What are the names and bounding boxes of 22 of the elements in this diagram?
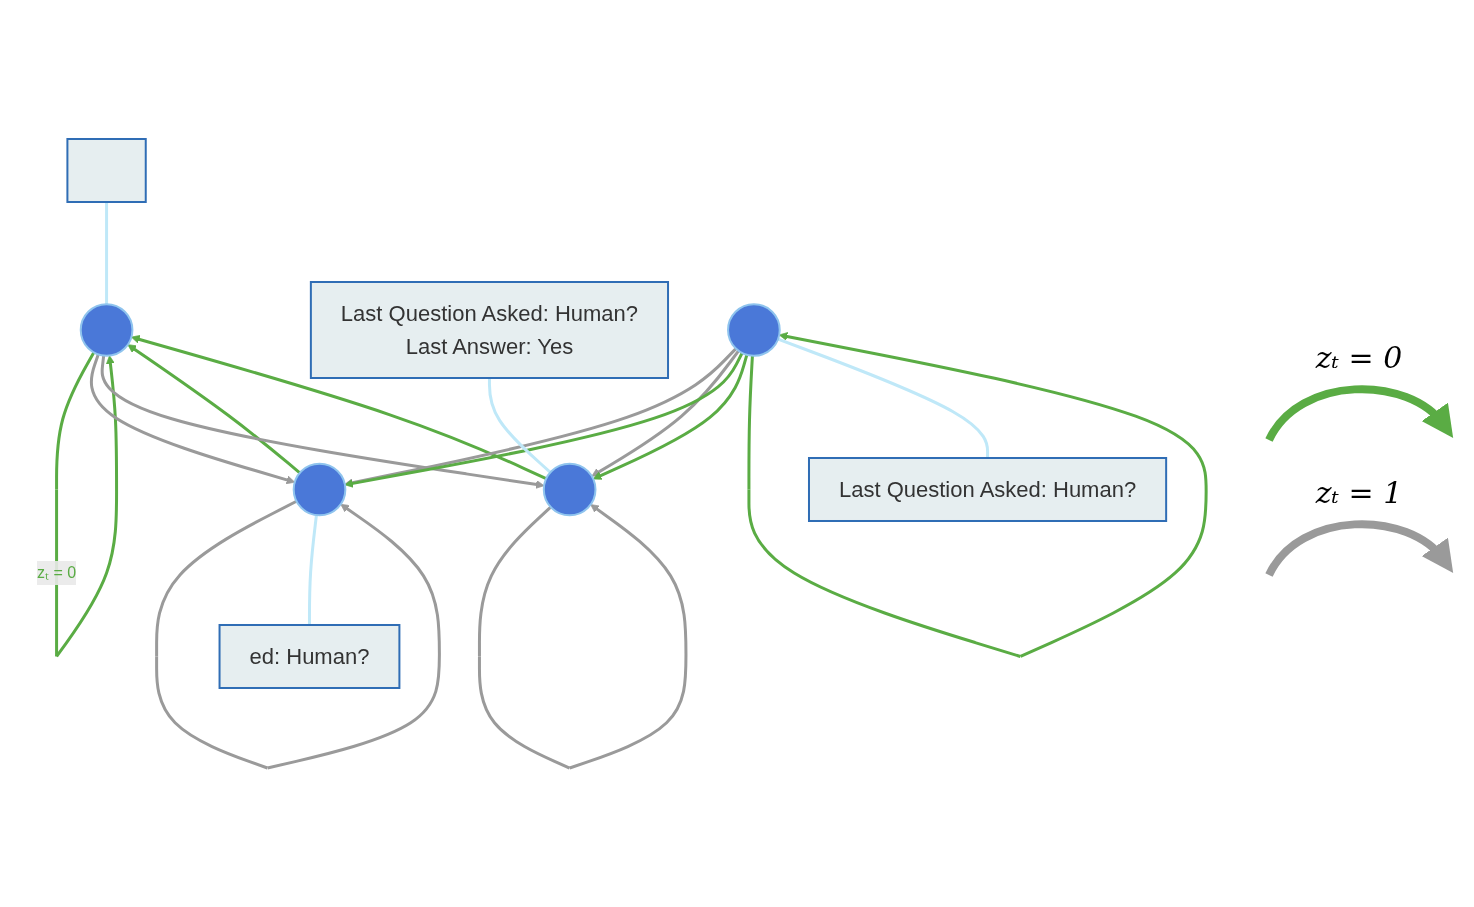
connector: [777, 337, 990, 458]
arrow: [155, 499, 442, 770]
arrow: [101, 355, 545, 489]
arrow: [90, 353, 296, 485]
node-box: [66, 137, 148, 203]
node-circle: [727, 303, 782, 357]
node-box: Last Question Asked: Human? Last Answer: Yes: [310, 280, 670, 379]
arrow: [747, 332, 1209, 658]
legend-label: zₜ = 0: [1315, 340, 1403, 375]
node-box: ed: Human?: [218, 623, 401, 689]
node-circle: [80, 303, 134, 357]
legend-label: zₜ = 1: [1315, 475, 1403, 510]
node-circle: [293, 462, 347, 517]
arrow: [478, 504, 688, 770]
node-box: Last Question Asked: Human?: [808, 456, 1168, 522]
connector: [308, 514, 319, 625]
connector: [105, 201, 109, 305]
node-circle: [543, 462, 597, 517]
arrow: [131, 334, 548, 480]
edge-label: zₜ = 0: [37, 563, 77, 581]
arrow: [127, 344, 302, 474]
connector: [488, 377, 552, 474]
